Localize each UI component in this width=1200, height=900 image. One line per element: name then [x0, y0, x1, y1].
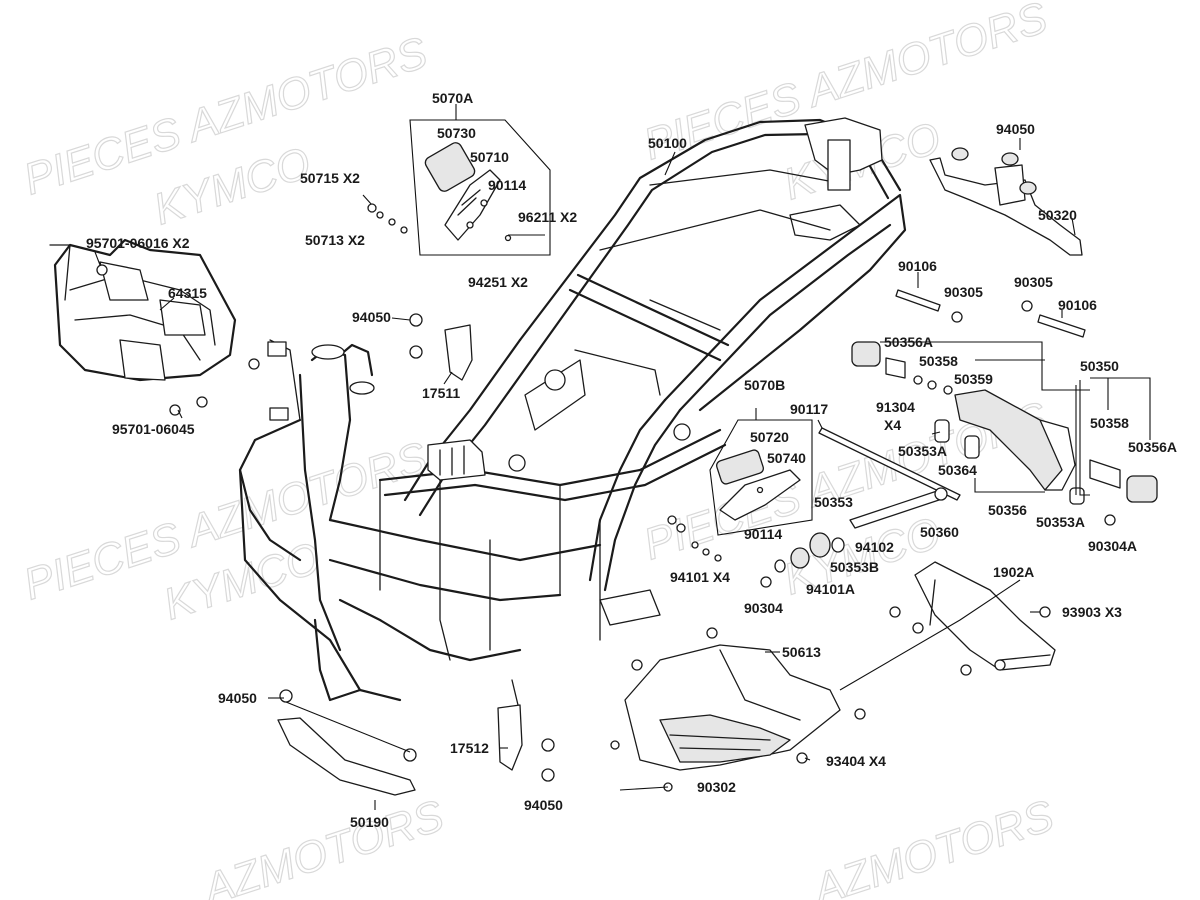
cover-1902a	[889, 561, 1056, 676]
callout-91304: 91304	[876, 399, 915, 415]
callout-50356a: 50356A	[884, 334, 933, 350]
callout-90305: 90305	[1014, 274, 1053, 290]
callout-93404: 93404 X4	[826, 753, 886, 769]
footrest-kit-5070a	[362, 119, 551, 256]
callout-50350: 50350	[1080, 358, 1119, 374]
callout-1902a: 1902A	[993, 564, 1034, 580]
callout-50353a: 50353A	[1036, 514, 1085, 530]
callout-50713: 50713 X2	[305, 232, 365, 248]
callout-labels: 5070A 50730 50710 90114 50715 X2 50713 X…	[86, 90, 1177, 830]
callout-94101a: 94101A	[806, 581, 855, 597]
callout-50190: 50190	[350, 814, 389, 830]
callout-17512: 17512	[450, 740, 489, 756]
callout-50358: 50358	[919, 353, 958, 369]
callout-90114: 90114	[744, 526, 782, 542]
callout-94050: 94050	[352, 309, 391, 325]
small-bolts	[96, 264, 260, 416]
main-frame-50100	[238, 117, 907, 702]
callout-50613: 50613	[782, 644, 821, 660]
callout-90106: 90106	[1058, 297, 1097, 313]
callout-64315: 64315	[168, 285, 207, 301]
callout-50715: 50715 X2	[300, 170, 360, 186]
callout-50353b: 50353B	[830, 559, 879, 575]
rear-bracket-50320	[929, 147, 1083, 256]
front-bracket-64315	[49, 238, 237, 382]
callout-50710: 50710	[470, 149, 509, 165]
callout-50364: 50364	[938, 462, 977, 478]
callout-95701-06016: 95701-06016 X2	[86, 235, 190, 251]
callout-50360: 50360	[920, 524, 959, 540]
callout-50320: 50320	[1038, 207, 1077, 223]
watermark-text: AZMOTORS	[195, 791, 449, 900]
callout-50730: 50730	[437, 125, 476, 141]
callout-94050: 94050	[524, 797, 563, 813]
footrest-kit-5070b	[709, 419, 813, 536]
callout-50353: 50353	[814, 494, 853, 510]
callout-94101: 94101 X4	[670, 569, 730, 585]
callout-90106: 90106	[898, 258, 937, 274]
callout-94251: 94251 X2	[468, 274, 528, 290]
bolts-90106	[895, 289, 1086, 338]
callout-5070a: 5070A	[432, 90, 473, 106]
callout-50356: 50356	[988, 502, 1027, 518]
callout-94050: 94050	[996, 121, 1035, 137]
watermark-text: AZMOTORS	[805, 791, 1059, 900]
lower-bar-50190	[277, 689, 417, 796]
callout-90302: 90302	[697, 779, 736, 795]
callout-50353a: 50353A	[898, 443, 947, 459]
callout-50356a: 50356A	[1128, 439, 1177, 455]
callout-93903: 93903 X3	[1062, 604, 1122, 620]
callout-50359: 50359	[954, 371, 993, 387]
engine-hanger-50350	[818, 341, 1158, 529]
callout-90117: 90117	[790, 401, 828, 417]
callout-50100: 50100	[648, 135, 687, 151]
callout-94102: 94102	[855, 539, 894, 555]
callout-91304-qty: X4	[884, 417, 901, 433]
bushings-50353	[667, 515, 845, 588]
callout-96211: 96211 X2	[518, 209, 577, 225]
callout-90304: 90304	[744, 600, 783, 616]
leader-lines	[94, 104, 1151, 810]
callout-90305: 90305	[944, 284, 983, 300]
callout-5070b: 5070B	[744, 377, 785, 393]
callout-95701-06045: 95701-06045	[112, 421, 195, 437]
under-cover-50613	[610, 627, 866, 792]
callout-90114: 90114	[488, 177, 526, 193]
callout-50740: 50740	[767, 450, 806, 466]
callout-50358: 50358	[1090, 415, 1129, 431]
callout-94050: 94050	[218, 690, 257, 706]
brackets-17511-17512	[409, 313, 555, 782]
callout-50720: 50720	[750, 429, 789, 445]
callout-90304a: 90304A	[1088, 538, 1137, 554]
callout-17511: 17511	[422, 385, 460, 401]
